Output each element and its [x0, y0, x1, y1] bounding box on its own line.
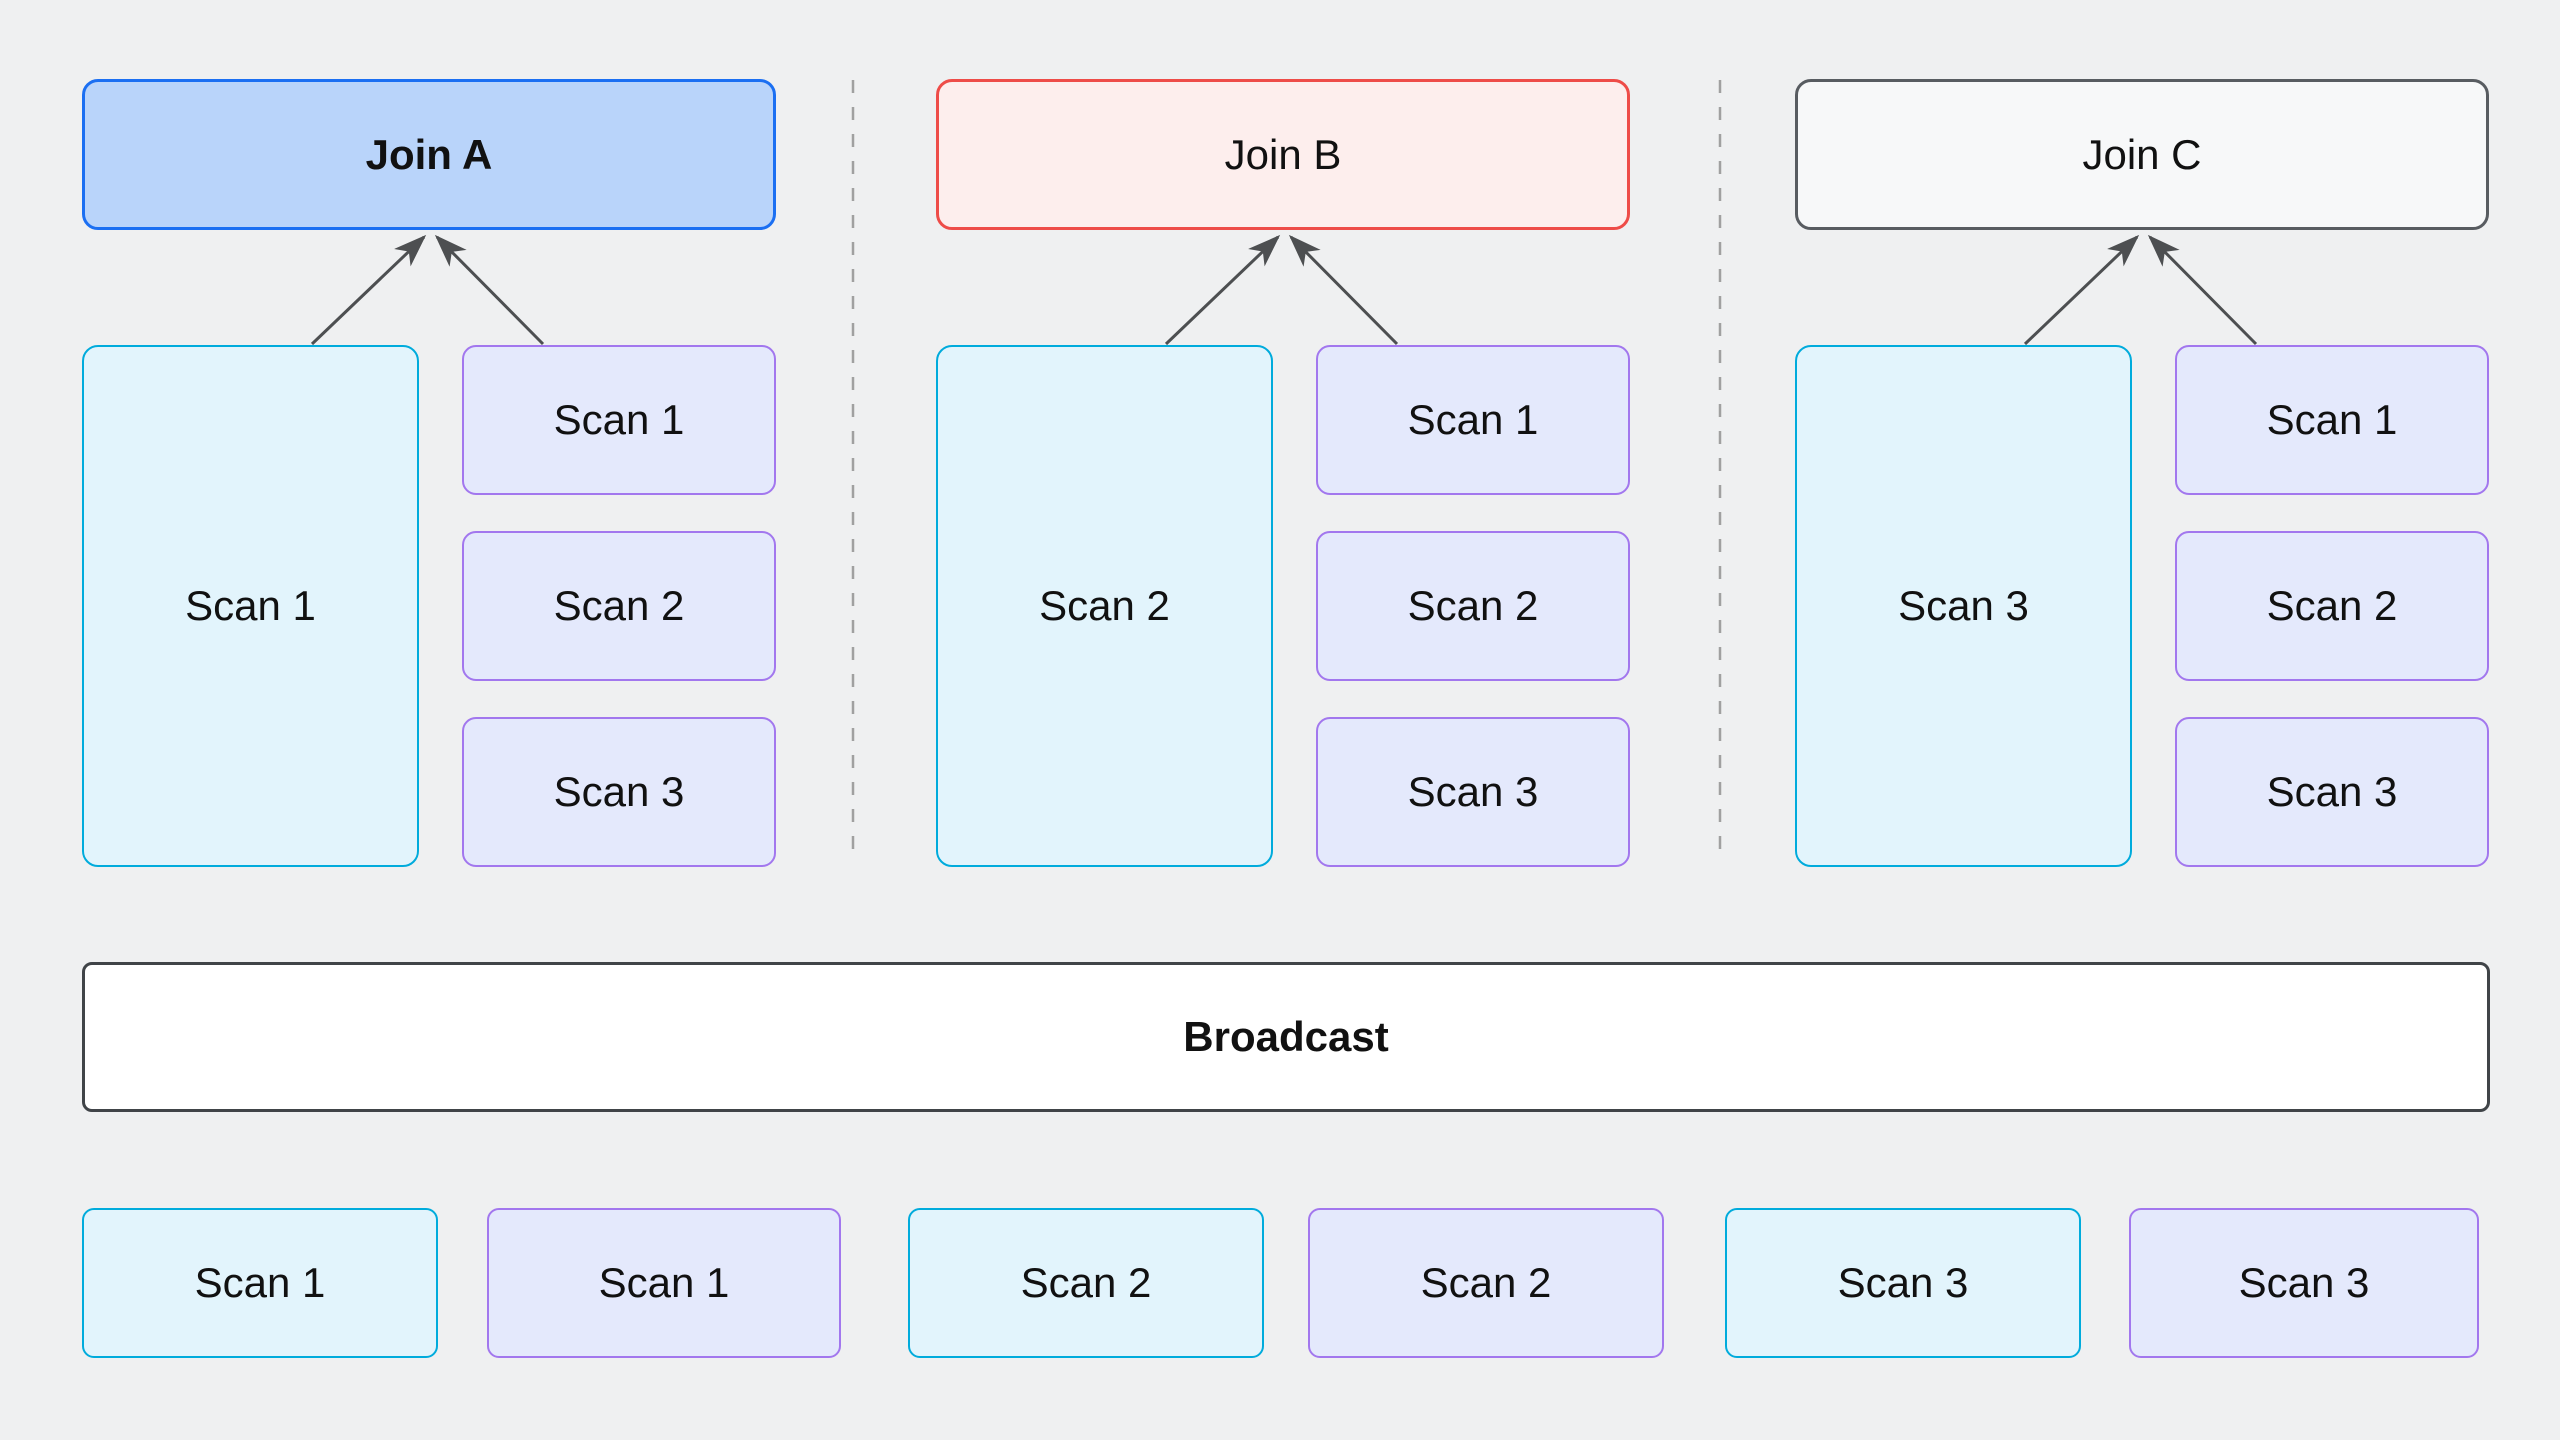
probe-scan-box: Scan 1 — [1316, 345, 1630, 495]
bottom-scan-label: Scan 2 — [1020, 1259, 1152, 1306]
bottom-scan-box: Scan 3 — [1725, 1208, 2081, 1358]
probe-scan-stack-a: Scan 1 Scan 2 Scan 3 — [462, 345, 776, 867]
probe-scan-label: Scan 1 — [553, 396, 685, 443]
broadcast-label: Broadcast — [1183, 1013, 1389, 1060]
bottom-scan-label: Scan 2 — [1420, 1259, 1552, 1306]
build-scan-box-a: Scan 1 — [82, 345, 419, 867]
bottom-scan-box: Scan 1 — [487, 1208, 841, 1358]
join-group-b: Join B Scan 2 Scan 1 Scan 2 Scan 3 — [936, 79, 1630, 867]
probe-scan-stack-b: Scan 1 Scan 2 Scan 3 — [1316, 345, 1630, 867]
join-group-a: Join A Scan 1 Scan 1 Scan 2 Scan 3 — [82, 79, 776, 867]
join-c-label: Join C — [2082, 130, 2202, 178]
probe-scan-label: Scan 1 — [1407, 396, 1539, 443]
probe-scan-box: Scan 2 — [462, 531, 776, 681]
join-b-box: Join B — [936, 79, 1630, 230]
bottom-scan-label: Scan 3 — [2238, 1259, 2370, 1306]
bottom-scan-box: Scan 2 — [1308, 1208, 1664, 1358]
build-scan-label: Scan 2 — [1039, 582, 1170, 629]
build-scan-box-c: Scan 3 — [1795, 345, 2132, 867]
probe-scan-label: Scan 2 — [1407, 582, 1539, 629]
build-scan-label: Scan 3 — [1898, 582, 2029, 629]
join-a-label: Join A — [365, 130, 493, 178]
bottom-scan-box: Scan 2 — [908, 1208, 1264, 1358]
bottom-scan-box: Scan 1 — [82, 1208, 438, 1358]
probe-scan-label: Scan 1 — [2266, 396, 2398, 443]
probe-scan-label: Scan 3 — [553, 768, 685, 815]
probe-scan-box: Scan 3 — [2175, 717, 2489, 867]
probe-scan-box: Scan 2 — [1316, 531, 1630, 681]
join-c-box: Join C — [1795, 79, 2489, 230]
probe-scan-label: Scan 2 — [553, 582, 685, 629]
probe-scan-box: Scan 1 — [2175, 345, 2489, 495]
probe-scan-box: Scan 1 — [462, 345, 776, 495]
join-group-c: Join C Scan 3 Scan 1 Scan 2 Scan 3 — [1795, 79, 2489, 867]
bottom-scan-box: Scan 3 — [2129, 1208, 2479, 1358]
probe-scan-label: Scan 3 — [1407, 768, 1539, 815]
bottom-scan-label: Scan 3 — [1837, 1259, 1969, 1306]
join-b-label: Join B — [1224, 130, 1342, 178]
broadcast-box: Broadcast — [82, 962, 2490, 1112]
bottom-scan-label: Scan 1 — [194, 1259, 326, 1306]
probe-scan-box: Scan 2 — [2175, 531, 2489, 681]
probe-scan-label: Scan 2 — [2266, 582, 2398, 629]
build-scan-box-b: Scan 2 — [936, 345, 1273, 867]
probe-scan-box: Scan 3 — [462, 717, 776, 867]
probe-scan-box: Scan 3 — [1316, 717, 1630, 867]
join-a-box: Join A — [82, 79, 776, 230]
bottom-scan-label: Scan 1 — [598, 1259, 730, 1306]
probe-scan-stack-c: Scan 1 Scan 2 Scan 3 — [2175, 345, 2489, 867]
probe-scan-label: Scan 3 — [2266, 768, 2398, 815]
build-scan-label: Scan 1 — [185, 582, 316, 629]
